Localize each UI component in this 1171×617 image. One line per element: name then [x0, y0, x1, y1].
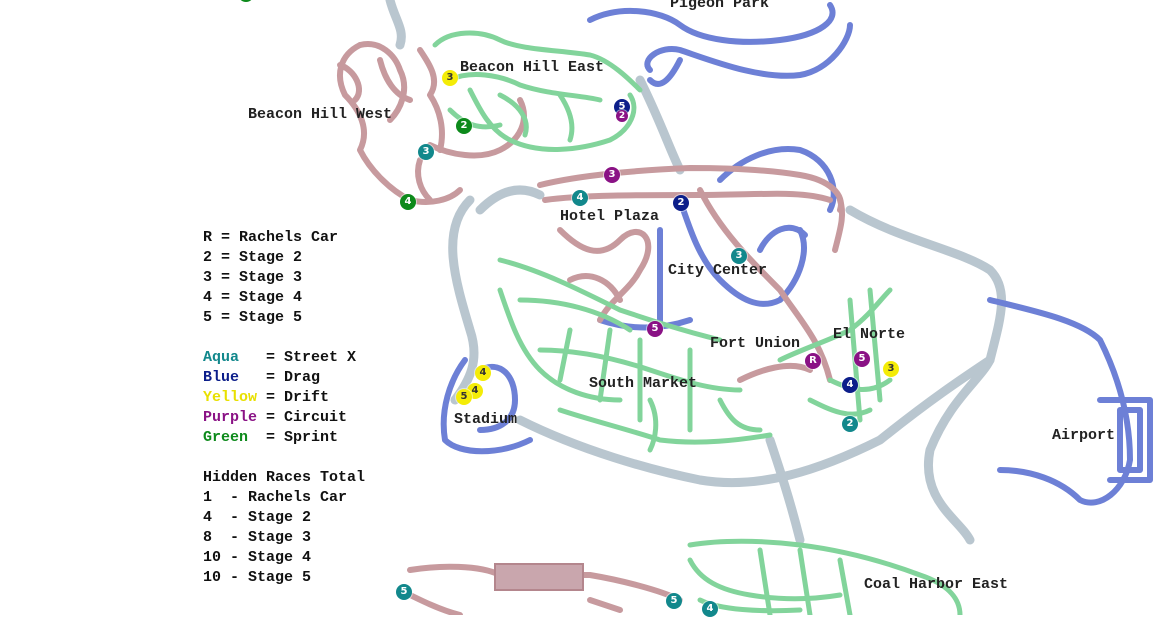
race-marker[interactable]: 2 — [842, 416, 858, 432]
legend-total-stage-5: 10 - Stage 5 — [203, 569, 312, 586]
district-label-pigeon-park: Pigeon Park — [670, 0, 770, 12]
district-label-hotel-plaza: Hotel Plaza — [560, 208, 660, 225]
race-marker[interactable]: 4 — [400, 194, 416, 210]
legend-color-green: Green — [203, 429, 249, 446]
race-marker[interactable]: 3 — [731, 248, 747, 264]
race-marker[interactable]: 2 — [673, 195, 689, 211]
race-marker[interactable]: 5 — [666, 593, 682, 609]
race-marker[interactable]: 2 — [456, 118, 472, 134]
legend-key-stage-5: 5 = Stage 5 — [203, 309, 303, 326]
race-marker[interactable]: 3 — [883, 361, 899, 377]
legend-type-drift: Yellow = Drift — [203, 388, 365, 408]
race-marker[interactable]: 3 — [604, 167, 620, 183]
district-label-city-center: City Center — [668, 262, 768, 279]
legend-total-stage-2: 4 - Stage 2 — [203, 509, 312, 526]
race-marker[interactable]: 3 — [442, 70, 458, 86]
green-roads — [432, 30, 963, 615]
race-marker[interactable]: 2 — [616, 110, 628, 122]
red-roads — [337, 41, 846, 615]
legend-type-sprint: Green = Sprint — [203, 428, 365, 448]
legend-key-stage-4: 4 = Stage 4 — [203, 289, 303, 306]
race-marker[interactable]: 5 — [647, 321, 663, 337]
map-legend: R = Rachels Car 2 = Stage 2 3 = Stage 3 … — [203, 228, 365, 588]
district-label-south-market: South Market — [589, 375, 698, 392]
legend-color-purple: Purple — [203, 409, 258, 426]
legend-total-rachels-car: 1 - Rachels Car — [203, 489, 348, 506]
race-marker[interactable]: 2 — [238, 0, 254, 2]
race-marker[interactable]: 5 — [396, 584, 412, 600]
race-marker[interactable]: 5 — [854, 351, 870, 367]
legend-type-label: = Drift — [266, 389, 330, 406]
race-marker[interactable]: 4 — [702, 601, 718, 617]
race-marker[interactable]: 4 — [572, 190, 588, 206]
highway-roads — [385, 0, 1006, 545]
district-label-airport: Airport — [1052, 427, 1116, 444]
legend-key-stage-3: 3 = Stage 3 — [203, 269, 303, 286]
race-marker[interactable]: 3 — [418, 144, 434, 160]
building-block — [494, 563, 584, 591]
district-label-el-norte: El Norte — [833, 326, 906, 343]
legend-type-street-x: Aqua = Street X — [203, 348, 365, 368]
race-marker[interactable]: R — [805, 353, 821, 369]
legend-type-circuit: Purple = Circuit — [203, 408, 365, 428]
legend-type-label: = Drag — [266, 369, 321, 386]
legend-color-aqua: Aqua — [203, 349, 240, 366]
legend-totals-title: Hidden Races Total — [203, 469, 366, 486]
district-label-fort-union: Fort Union — [710, 335, 801, 352]
blue-roads — [440, 2, 1153, 506]
legend-type-label: = Sprint — [266, 429, 339, 446]
legend-type-drag: Blue = Drag — [203, 368, 365, 388]
district-label-stadium: Stadium — [454, 411, 518, 428]
legend-color-yellow: Yellow — [203, 389, 258, 406]
legend-total-stage-4: 10 - Stage 4 — [203, 549, 312, 566]
race-marker[interactable]: 5 — [456, 389, 472, 405]
race-marker[interactable]: 4 — [842, 377, 858, 393]
legend-key-rachels-car: R = Rachels Car — [203, 229, 339, 246]
legend-color-blue: Blue — [203, 369, 240, 386]
legend-type-label: = Circuit — [266, 409, 348, 426]
district-label-beacon-hill-east: Beacon Hill East — [460, 59, 605, 76]
district-label-beacon-hill-west: Beacon Hill West — [248, 106, 393, 123]
race-marker[interactable]: 4 — [475, 365, 491, 381]
legend-type-label: = Street X — [266, 349, 357, 366]
district-label-coal-harbor-east: Coal Harbor East — [864, 576, 1009, 593]
legend-key-stage-2: 2 = Stage 2 — [203, 249, 303, 266]
legend-total-stage-3: 8 - Stage 3 — [203, 529, 312, 546]
